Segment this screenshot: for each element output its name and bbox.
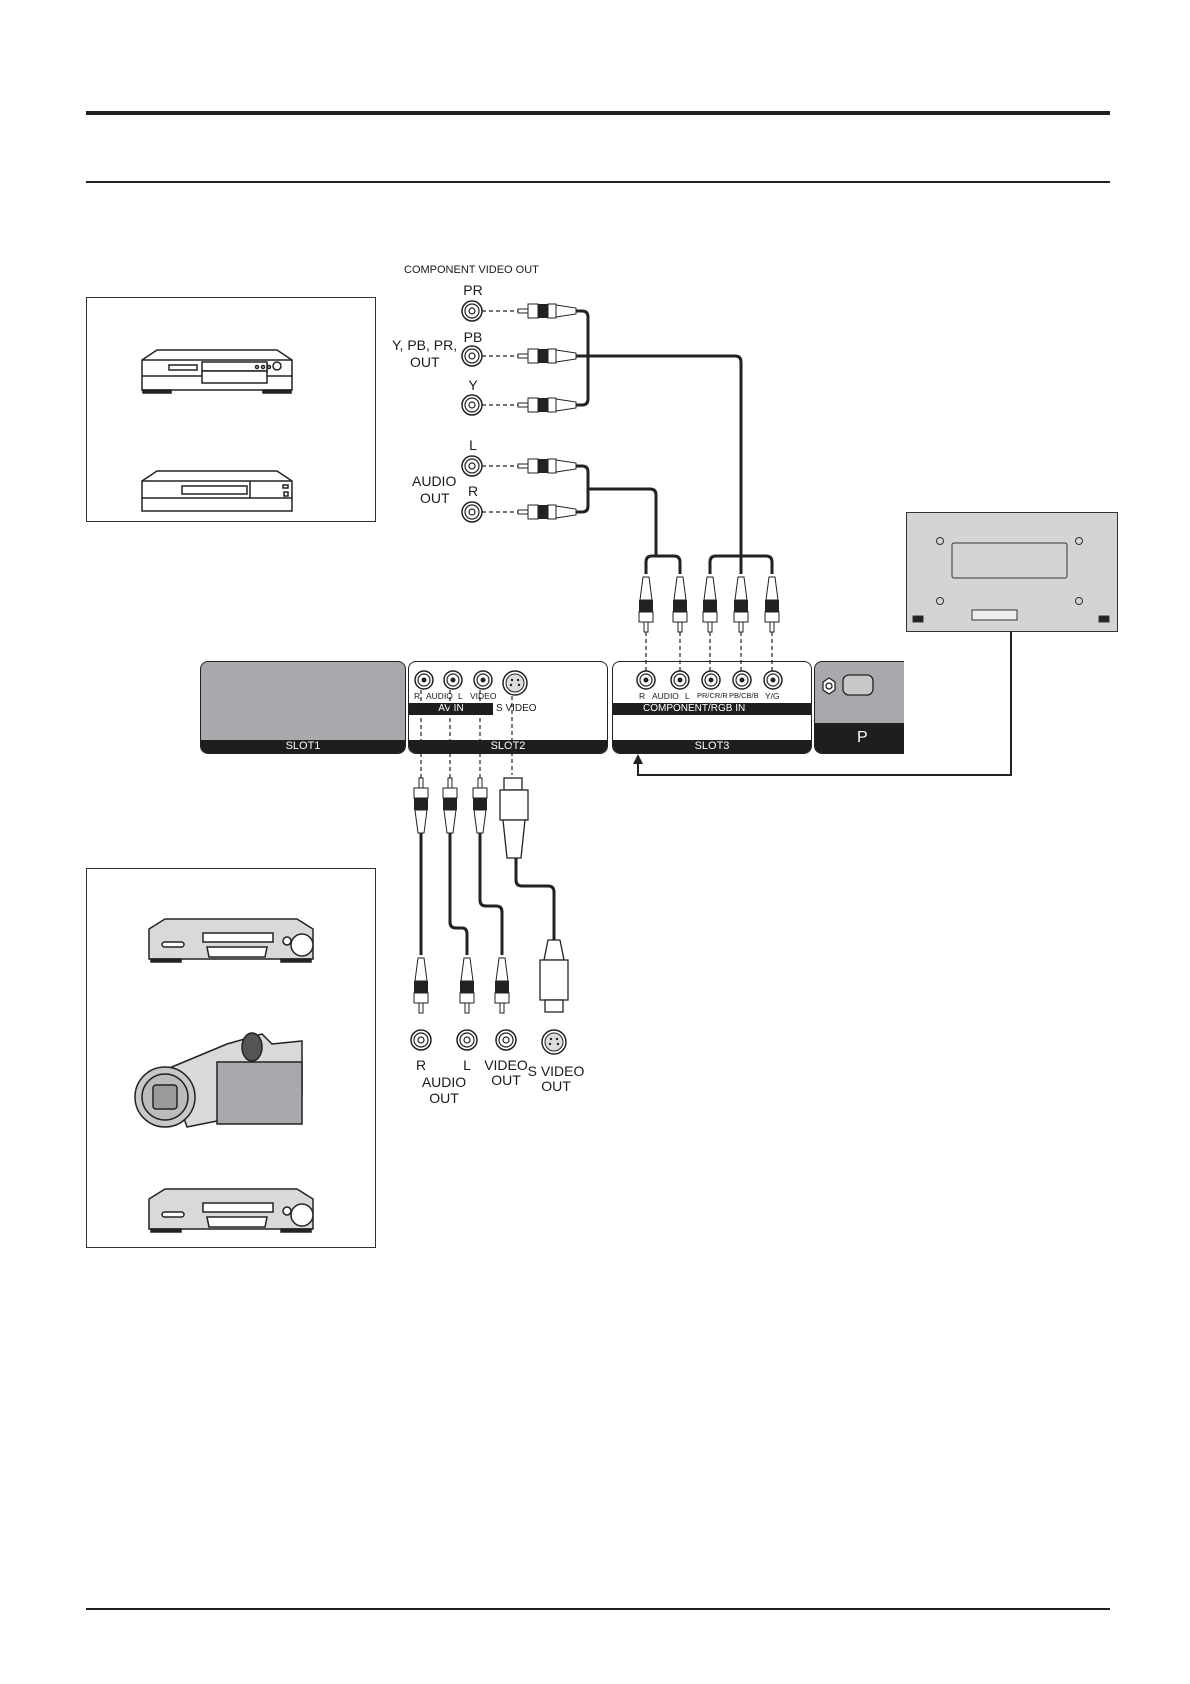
slot2-jack-label-audio: AUDIO bbox=[426, 691, 453, 701]
plug-av-audio-r bbox=[413, 777, 429, 834]
plug-slot3-audio-l bbox=[672, 576, 688, 633]
footer-rule bbox=[86, 1608, 1110, 1610]
slot3-jack-pb bbox=[732, 670, 752, 690]
plug-av-svideo bbox=[499, 777, 529, 859]
src-jack-audio-l bbox=[456, 1029, 478, 1051]
slot1-label: SLOT1 bbox=[201, 740, 405, 753]
plug-av-audio-l bbox=[442, 777, 458, 834]
slot2-jack-audio-r bbox=[414, 670, 434, 690]
jack-y-out bbox=[461, 394, 483, 416]
jack-label-pr: PR bbox=[463, 282, 483, 298]
jack-audio-l-out bbox=[461, 455, 483, 477]
component-group-label-line1: Y, PB, PR, bbox=[392, 337, 458, 353]
slot2-label: SLOT2 bbox=[409, 740, 607, 753]
vcr-icon-top bbox=[148, 918, 314, 963]
audio-out-label-bottom-line1: AUDIO bbox=[421, 1074, 467, 1090]
plug-audio-r bbox=[517, 504, 577, 520]
slot2-jack-label-r: R bbox=[414, 691, 421, 701]
plug-audio-l bbox=[517, 458, 577, 474]
audio-cable bbox=[576, 464, 682, 574]
plug-slot3-pb bbox=[733, 576, 749, 633]
component-video-out-title: COMPONENT VIDEO OUT bbox=[404, 264, 539, 276]
svideo-out-label-line2: OUT bbox=[541, 1078, 571, 1094]
slot2-jack-label-l: L bbox=[458, 691, 463, 701]
jack-label-audio-r: R bbox=[467, 483, 479, 499]
jack-label-pb: PB bbox=[463, 329, 483, 345]
plug-slot3-y bbox=[764, 576, 780, 633]
video-out-label-line2: OUT bbox=[491, 1072, 521, 1088]
plug-src-audio-l bbox=[459, 957, 475, 1014]
slot3-jack-audio-r bbox=[636, 670, 656, 690]
video-out-label-line1: VIDEO bbox=[484, 1057, 528, 1073]
component-rgb-in-label: COMPONENT/RGB IN bbox=[643, 703, 746, 714]
header-thin-rule bbox=[86, 181, 1110, 183]
source-device-box-bottom bbox=[86, 868, 376, 1248]
av-in-label: AV IN bbox=[438, 703, 464, 714]
src-jack-svideo bbox=[541, 1029, 567, 1055]
src-jack-audio-r bbox=[410, 1029, 432, 1051]
audio-out-label-bottom-line2: OUT bbox=[429, 1090, 459, 1106]
plug-src-audio-r bbox=[413, 957, 429, 1014]
vcr-icon-bottom bbox=[148, 1188, 314, 1233]
slot4-connectors bbox=[822, 674, 874, 696]
plug-src-video bbox=[494, 957, 510, 1014]
src-jack-video bbox=[495, 1029, 517, 1051]
component-group-label-line2: OUT bbox=[410, 354, 440, 370]
plug-slot3-pr bbox=[702, 576, 718, 633]
slot2-jack-label-video: VIDEO bbox=[470, 691, 497, 701]
slot3-jack-label-pr: PR/CR/R bbox=[697, 691, 728, 700]
slot1: SLOT1 bbox=[200, 661, 406, 754]
arrow-up-icon bbox=[633, 754, 643, 764]
display-rear-view bbox=[906, 512, 1118, 632]
slot3-jack-audio-l bbox=[670, 670, 690, 690]
jack-label-y: Y bbox=[468, 377, 478, 393]
slot4-partial-label: P bbox=[857, 729, 868, 746]
source-device-box-top bbox=[86, 297, 376, 522]
plug-pb bbox=[517, 348, 577, 364]
vcr-icon bbox=[141, 470, 293, 512]
slot3-label: SLOT3 bbox=[613, 740, 811, 753]
jack-label-audio-l: L bbox=[469, 437, 477, 453]
av-cables bbox=[419, 833, 556, 955]
plug-src-svideo bbox=[539, 939, 569, 1013]
jack-pb-out bbox=[461, 345, 483, 367]
audio-out-label-line2: OUT bbox=[420, 490, 450, 506]
component-cable bbox=[576, 309, 774, 574]
plug-slot3-audio-r bbox=[638, 576, 654, 633]
camcorder-icon bbox=[134, 1032, 303, 1128]
jack-pr-out bbox=[461, 300, 483, 322]
slot3-jack-label-l: L bbox=[685, 691, 690, 701]
display-cable bbox=[637, 632, 1012, 776]
slot3-jack-label-pb: PB/CB/B bbox=[729, 691, 759, 700]
slot3-jack-label-y: Y/G bbox=[765, 691, 780, 701]
slot3-jack-label-audio: AUDIO bbox=[652, 691, 679, 701]
src-label-r: R bbox=[415, 1057, 427, 1073]
display-rear-icon bbox=[912, 537, 1110, 623]
plug-y bbox=[517, 397, 577, 413]
plug-pr bbox=[517, 303, 577, 319]
slot2-jack-audio-l bbox=[443, 670, 463, 690]
jack-audio-r-out bbox=[461, 501, 483, 523]
plug-av-video bbox=[472, 777, 488, 834]
av-in-bar: AV IN bbox=[409, 703, 493, 715]
header-thick-rule bbox=[86, 111, 1110, 115]
slot3-jack-label-r: R bbox=[639, 691, 646, 701]
dvd-player-icon bbox=[141, 349, 293, 394]
audio-out-label-line1: AUDIO bbox=[412, 473, 457, 489]
slot3-jack-y bbox=[763, 670, 783, 690]
slot2-svideo-label: S VIDEO bbox=[496, 703, 537, 714]
svideo-out-label-line1: S VIDEO bbox=[527, 1063, 585, 1079]
slot3-jack-pr bbox=[701, 670, 721, 690]
component-rgb-in-bar: COMPONENT/RGB IN bbox=[613, 703, 811, 715]
slot2-jack-video bbox=[473, 670, 493, 690]
slot2-jack-svideo bbox=[502, 670, 528, 696]
src-label-l: L bbox=[463, 1057, 471, 1073]
